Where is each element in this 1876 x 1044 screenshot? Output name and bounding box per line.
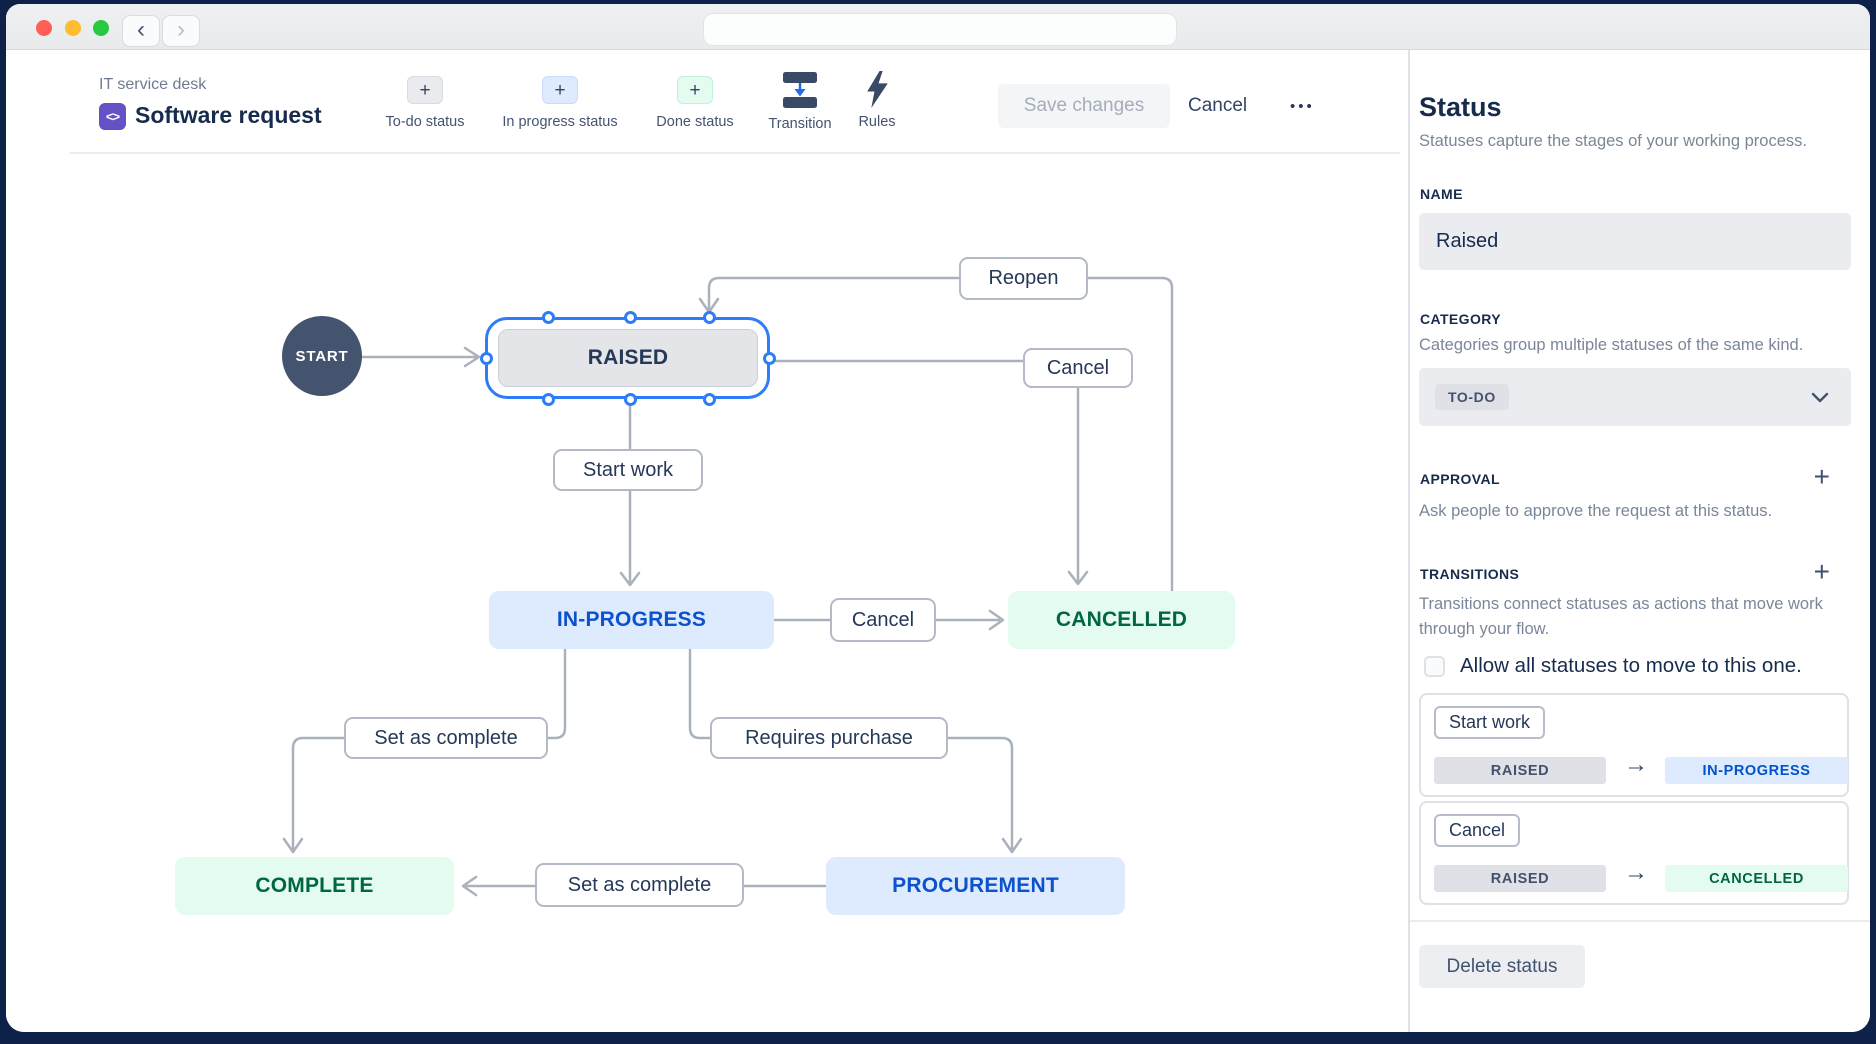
add-todo-status-label: To-do status (385, 114, 465, 130)
browser-window: ‹ › IT service desk <> Software request … (6, 4, 1870, 1032)
arrow-right-icon: → (1624, 751, 1648, 778)
save-changes-button[interactable]: Save changes (998, 84, 1170, 128)
add-inprogress-status-button[interactable]: + (542, 76, 578, 104)
category-select[interactable]: TO-DO (1419, 368, 1851, 426)
transition-tool-label: Transition (768, 116, 832, 132)
delete-status-button[interactable]: Delete status (1419, 945, 1585, 988)
add-done-status-label: Done status (656, 114, 734, 130)
plus-icon: + (689, 79, 701, 101)
transition-action-chip[interactable]: Start work (1434, 706, 1546, 739)
selection-handle[interactable] (763, 352, 776, 365)
add-transition-button[interactable]: + (1813, 556, 1830, 587)
transition-label-set-as-complete-upper[interactable]: Set as complete (344, 717, 548, 759)
status-node-raised[interactable]: RAISED (498, 329, 758, 387)
status-node-complete[interactable]: COMPLETE (175, 857, 454, 915)
arrow-right-icon: → (1624, 859, 1648, 886)
lightning-bolt-icon[interactable] (865, 71, 890, 108)
minimize-window-button[interactable] (65, 20, 81, 36)
category-label: CATEGORY (1420, 311, 1501, 327)
from-status-badge: RAISED (1434, 757, 1606, 784)
forward-chevron-icon: › (177, 15, 185, 43)
header-divider (70, 152, 1400, 154)
chevron-down-icon (1811, 392, 1829, 403)
selection-handle[interactable] (703, 311, 716, 324)
breadcrumb-project-name: IT service desk (99, 76, 207, 93)
transitions-help: Transitions connect statuses as actions … (1419, 595, 1823, 638)
workflow-canvas[interactable]: START RAISED IN-PROGRESS CANCELLED COMPL… (6, 154, 1408, 1032)
add-todo-status-button[interactable]: + (407, 76, 443, 104)
transition-card[interactable]: Cancel RAISED → CANCELLED (1419, 801, 1849, 905)
selection-handle[interactable] (624, 393, 637, 406)
back-chevron-icon: ‹ (137, 15, 145, 43)
selection-outline[interactable] (485, 317, 770, 399)
add-done-status-button[interactable]: + (677, 76, 713, 104)
sidebar-divider (1410, 920, 1870, 922)
selection-handle[interactable] (480, 352, 493, 365)
to-status-badge: CANCELLED (1665, 865, 1848, 892)
selection-handle[interactable] (542, 311, 555, 324)
zoom-window-button[interactable] (93, 20, 109, 36)
approval-help: Ask people to approve the request at thi… (1419, 502, 1773, 520)
allow-all-label: Allow all statuses to move to this one. (1460, 654, 1802, 677)
add-approval-button[interactable]: + (1813, 461, 1830, 492)
status-node-procurement[interactable]: PROCUREMENT (826, 857, 1125, 915)
plus-icon: + (554, 79, 566, 101)
close-window-button[interactable] (36, 20, 52, 36)
transition-label-cancel-mid[interactable]: Cancel (830, 598, 936, 642)
panel-subtitle: Statuses capture the stages of your work… (1419, 132, 1807, 150)
transition-label-requires-purchase[interactable]: Requires purchase (710, 717, 948, 759)
panel-title: Status (1419, 92, 1502, 122)
selection-handle[interactable] (703, 393, 716, 406)
code-brackets-icon: <> (99, 103, 126, 130)
browser-chrome: ‹ › (6, 4, 1870, 50)
status-panel: Status Statuses capture the stages of yo… (1408, 50, 1870, 1032)
rules-tool-label: Rules (858, 114, 896, 130)
address-bar[interactable] (704, 14, 1176, 45)
from-status-badge: RAISED (1434, 865, 1606, 892)
transition-card[interactable]: Start work RAISED → IN-PROGRESS (1419, 693, 1849, 797)
cancel-button[interactable]: Cancel (1188, 95, 1248, 116)
transition-label-reopen[interactable]: Reopen (959, 257, 1088, 300)
start-node[interactable]: START (282, 316, 362, 396)
plus-icon: + (419, 79, 431, 101)
transition-label-cancel-top[interactable]: Cancel (1023, 348, 1133, 388)
add-inprogress-status-label: In progress status (502, 114, 618, 130)
status-node-cancelled[interactable]: CANCELLED (1008, 591, 1235, 649)
selection-handle[interactable] (542, 393, 555, 406)
transition-icon[interactable] (783, 72, 817, 108)
forward-button[interactable]: › (163, 16, 199, 46)
transition-label-start-work[interactable]: Start work (553, 449, 703, 491)
category-value-badge: TO-DO (1435, 384, 1509, 410)
selection-handle[interactable] (624, 311, 637, 324)
status-node-inprogress[interactable]: IN-PROGRESS (489, 591, 774, 649)
to-status-badge: IN-PROGRESS (1665, 757, 1848, 784)
allow-all-checkbox[interactable] (1424, 656, 1445, 677)
more-options-button[interactable]: ••• (1290, 97, 1315, 115)
approval-label: APPROVAL (1420, 471, 1500, 487)
back-button[interactable]: ‹ (123, 16, 159, 46)
transitions-label: TRANSITIONS (1420, 566, 1520, 582)
transition-label-set-as-complete-lower[interactable]: Set as complete (535, 863, 744, 907)
workflow-editor-header: IT service desk <> Software request + To… (6, 50, 1408, 154)
transition-action-chip[interactable]: Cancel (1434, 814, 1521, 847)
page-title: Software request (135, 102, 322, 128)
category-help: Categories group multiple statuses of th… (1419, 336, 1804, 354)
name-input[interactable]: Raised (1419, 213, 1851, 270)
name-label: NAME (1420, 186, 1463, 202)
